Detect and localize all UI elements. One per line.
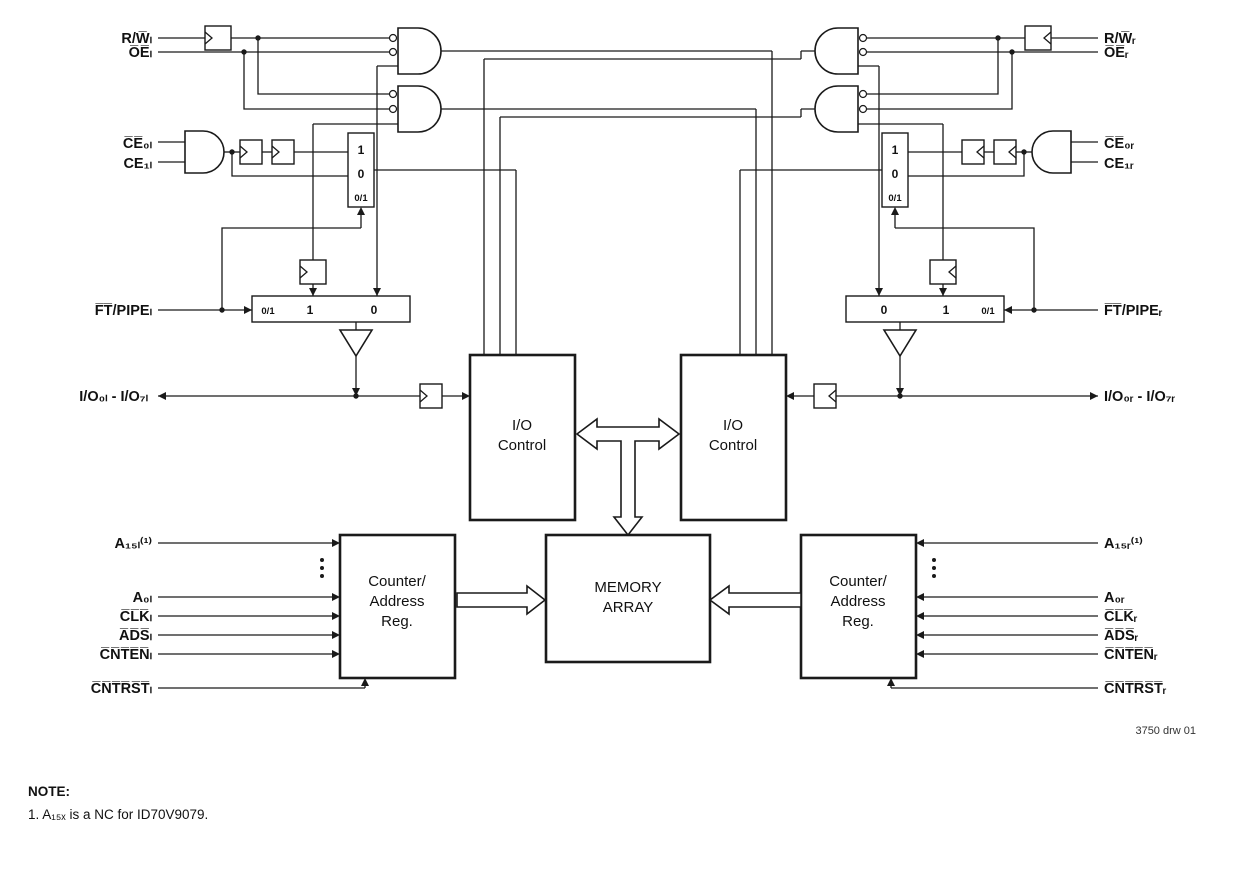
counter-left-label-2: Address	[369, 593, 424, 610]
io-control-left-label-2: Control	[498, 437, 546, 454]
memory-array-label-1: MEMORY	[594, 579, 661, 596]
wires-right-address	[887, 539, 1098, 689]
mux-right-v-label-1: 1	[892, 143, 899, 157]
note-heading: NOTE:	[28, 784, 70, 799]
label-rw-left: R/W̅ₗ	[121, 31, 152, 47]
label-io-right: I/O₀ᵣ - I/O₇ᵣ	[1104, 389, 1176, 405]
register-box-pipe-left	[299, 259, 327, 285]
label-ce0-left: C̅E̅₀ₗ	[123, 136, 153, 152]
label-cntrst-right: C̅N̅T̅R̅S̅T̅ᵣ	[1104, 681, 1167, 697]
mux-right-v-label-0: 0	[892, 167, 899, 181]
mux-horizontal-right: 0 1 0/1	[845, 295, 1005, 323]
register-box-rw-right	[1024, 25, 1052, 51]
counter-right-label-2: Address	[830, 593, 885, 610]
latch-box-ce-right-1	[993, 139, 1017, 165]
label-a0-right: A₀ᵣ	[1104, 590, 1125, 606]
memory-array-label-2: ARRAY	[603, 599, 654, 616]
mux-left-h-label-0: 0	[371, 303, 378, 317]
io-control-left-block: I/O Control	[468, 353, 577, 522]
output-buffer-right	[882, 322, 918, 396]
mux-left-v-label-01: 0/1	[354, 193, 368, 204]
mux-left-h-label-01: 0/1	[261, 306, 275, 317]
wires-right-top	[483, 35, 1098, 355]
bus-arrow-counter-left	[456, 584, 547, 616]
and-gate-top-right-2	[814, 85, 868, 133]
and-gate-ce-right	[1031, 130, 1072, 174]
label-ftpipe-right: F̅T̅/PIPEᵣ	[1104, 303, 1163, 319]
counter-right-label-3: Reg.	[842, 613, 874, 630]
mux-right-v-label-01: 0/1	[888, 193, 902, 204]
label-oe-left: O̅E̅ₗ	[129, 45, 153, 61]
latch-box-io-right	[813, 383, 837, 409]
wires-right-iobus	[786, 392, 1098, 400]
label-cnten-right: C̅N̅T̅E̅N̅ᵣ	[1104, 647, 1158, 663]
label-oe-right: O̅E̅ᵣ	[1104, 45, 1129, 61]
label-cntrst-left: C̅N̅T̅R̅S̅T̅ₗ	[91, 681, 153, 697]
bus-arrow-io-memory	[575, 417, 681, 537]
latch-box-ce-left-1	[239, 139, 263, 165]
label-rw-right: R/W̅ᵣ	[1104, 31, 1136, 47]
label-a0-left: A₀ₗ	[133, 590, 153, 606]
counter-left-label-3: Reg.	[381, 613, 413, 630]
wires-left-address	[158, 539, 369, 689]
counter-address-left-block: Counter/ Address Reg.	[338, 533, 457, 680]
register-box-rw-left	[204, 25, 232, 51]
mux-horizontal-left: 0/1 1 0	[251, 295, 411, 323]
label-clk-left: C̅L̅K̅ₗ	[120, 609, 153, 625]
wires-left-top	[158, 35, 773, 355]
label-io-left: I/O₀ₗ - I/O₇ₗ	[79, 389, 148, 405]
counter-right-label-1: Counter/	[829, 573, 887, 590]
io-control-left-label-1: I/O	[512, 417, 532, 434]
io-control-right-label-2: Control	[709, 437, 757, 454]
mux-right-h-label-01: 0/1	[981, 306, 995, 317]
label-ads-right: A̅D̅S̅ᵣ	[1104, 628, 1139, 644]
mux-left-v-label-0: 0	[358, 167, 365, 181]
label-ce1-right: CE₁ᵣ	[1104, 156, 1134, 172]
signal-labels-left: R/W̅ₗ O̅E̅ₗ C̅E̅₀ₗ CE₁ₗ F̅T̅/PIPEₗ I/O₀ₗ…	[79, 31, 152, 697]
signal-labels-right: R/W̅ᵣ O̅E̅ᵣ C̅E̅₀ᵣ CE₁ᵣ F̅T̅/PIPEᵣ I/O₀ᵣ…	[1104, 31, 1176, 697]
register-box-pipe-right	[929, 259, 957, 285]
note-item: 1. A₁₅ₓ is a NC for ID70V9079.	[28, 807, 208, 822]
latch-box-io-left	[419, 383, 443, 409]
wires-right-ce	[739, 141, 1098, 355]
label-a15-left: A₁₅ₗ⁽¹⁾	[115, 536, 153, 552]
wires-left-iobus	[158, 392, 470, 400]
wires-left-ftpipe	[158, 207, 381, 314]
drawing-number: 3750 drw 01	[1135, 725, 1196, 737]
and-gate-top-left-2	[388, 85, 442, 133]
mux-vertical-left: 1 0 0/1	[347, 132, 375, 208]
mux-right-h-label-0: 0	[881, 303, 888, 317]
io-control-right-block: I/O Control	[679, 353, 788, 522]
wires-right-ftpipe	[875, 207, 1098, 314]
label-clk-right: C̅L̅K̅ᵣ	[1104, 609, 1138, 625]
output-buffer-left	[338, 322, 374, 396]
io-control-right-label-1: I/O	[723, 417, 743, 434]
latch-box-ce-left-2	[271, 139, 295, 165]
and-gate-top-right-1	[814, 27, 868, 75]
label-a15-right: A₁₅ᵣ⁽¹⁾	[1104, 536, 1143, 552]
label-ads-left: A̅D̅S̅ₗ	[119, 628, 153, 644]
mux-left-h-label-1: 1	[307, 303, 314, 317]
latch-box-ce-right-2	[961, 139, 985, 165]
memory-array-block: MEMORY ARRAY	[544, 533, 712, 664]
mux-left-v-label-1: 1	[358, 143, 365, 157]
label-ftpipe-left: F̅T̅/PIPEₗ	[95, 303, 153, 319]
label-ce0-right: C̅E̅₀ᵣ	[1104, 136, 1135, 152]
and-gate-ce-left	[184, 130, 225, 174]
mux-vertical-right: 1 0 0/1	[881, 132, 909, 208]
and-gate-top-left-1	[388, 27, 442, 75]
mux-right-h-label-1: 1	[943, 303, 950, 317]
label-ce1-left: CE₁ₗ	[123, 156, 152, 172]
counter-left-label-1: Counter/	[368, 573, 426, 590]
bus-arrow-counter-right	[708, 584, 802, 616]
counter-address-right-block: Counter/ Address Reg.	[799, 533, 918, 680]
wires-left-ce	[158, 141, 517, 355]
label-cnten-left: C̅N̅T̅E̅N̅ₗ	[100, 647, 153, 663]
